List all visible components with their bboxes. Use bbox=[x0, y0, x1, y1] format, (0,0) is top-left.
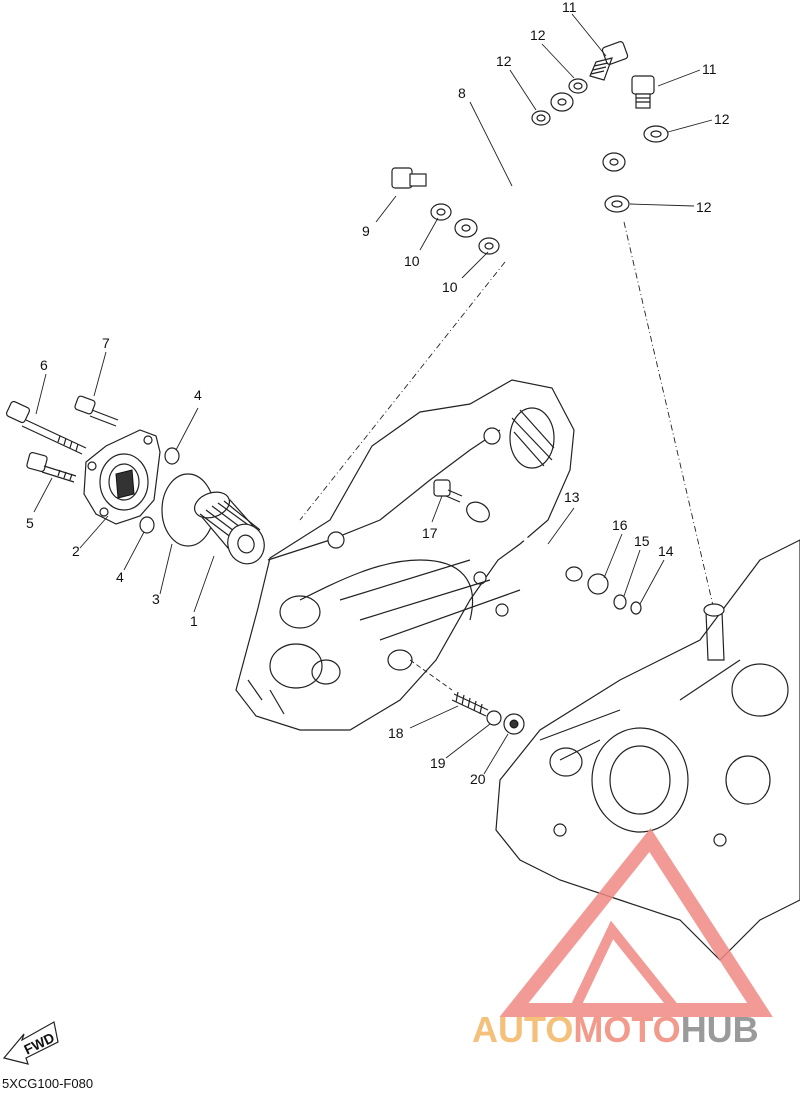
callout-10-lower: 10 bbox=[442, 279, 458, 295]
callout-leaders bbox=[33, 13, 713, 775]
callout-9: 9 bbox=[362, 223, 370, 239]
callout-15: 15 bbox=[634, 533, 650, 549]
copper-washers bbox=[531, 78, 669, 213]
watermark-hub: HUB bbox=[681, 1009, 759, 1050]
callout-12-lower: 12 bbox=[696, 199, 712, 215]
oil-filter-cover bbox=[83, 429, 161, 525]
callout-16: 16 bbox=[612, 517, 628, 533]
callout-numbers: 1 2 3 4 4 5 6 7 8 9 10 10 11 11 12 12 12… bbox=[26, 0, 730, 787]
callout-20: 20 bbox=[470, 771, 486, 787]
callout-10-upper: 10 bbox=[404, 253, 420, 269]
spring-ball-plug bbox=[451, 691, 525, 735]
callout-17: 17 bbox=[422, 525, 438, 541]
callout-11-right: 11 bbox=[702, 61, 717, 77]
callout-4-lower: 4 bbox=[116, 569, 124, 585]
watermark-text: AUTOMOTOHUB bbox=[472, 1009, 759, 1050]
callout-12-right: 12 bbox=[714, 111, 730, 127]
cover-bolt-upper bbox=[74, 395, 119, 427]
cover-bolt-long bbox=[5, 400, 87, 455]
shaft-bolt bbox=[433, 479, 463, 503]
watermark-auto: AUTO bbox=[472, 1009, 573, 1050]
callout-1: 1 bbox=[190, 613, 198, 629]
oil-delivery-pipe bbox=[454, 92, 626, 238]
crankcase-left-half bbox=[235, 379, 575, 731]
copper-washers-lower bbox=[430, 203, 500, 255]
callout-18: 18 bbox=[388, 725, 404, 741]
crankcase-right-half bbox=[495, 539, 800, 961]
callout-19: 19 bbox=[430, 755, 446, 771]
oil-passage-shaft bbox=[466, 501, 583, 582]
shaft-o-rings bbox=[587, 573, 642, 615]
union-bolt-upper bbox=[589, 41, 629, 81]
callout-12-top: 12 bbox=[530, 27, 546, 43]
callout-5: 5 bbox=[26, 515, 34, 531]
fwd-label: FWD bbox=[21, 1029, 57, 1057]
diagram-code: 5XCG100-F080 bbox=[2, 1076, 93, 1091]
callout-2: 2 bbox=[72, 543, 80, 559]
callout-6: 6 bbox=[40, 357, 48, 373]
callout-14: 14 bbox=[658, 543, 674, 559]
union-bolt-right bbox=[631, 75, 655, 109]
o-rings-small bbox=[139, 447, 180, 534]
callout-8: 8 bbox=[458, 85, 466, 101]
callout-7: 7 bbox=[102, 335, 110, 351]
union-bolt-left bbox=[391, 167, 427, 189]
oil-filter-element bbox=[193, 491, 265, 565]
callout-11-top: 11 bbox=[562, 0, 577, 15]
watermark-moto: MOTO bbox=[573, 1009, 680, 1050]
cover-bolt-lower bbox=[26, 452, 77, 483]
callout-12-left: 12 bbox=[496, 53, 512, 69]
watermark-logo bbox=[499, 828, 773, 1017]
callout-4-upper: 4 bbox=[194, 387, 202, 403]
callout-13: 13 bbox=[564, 489, 580, 505]
fwd-arrow-icon: FWD bbox=[2, 1021, 59, 1065]
callout-3: 3 bbox=[152, 591, 160, 607]
